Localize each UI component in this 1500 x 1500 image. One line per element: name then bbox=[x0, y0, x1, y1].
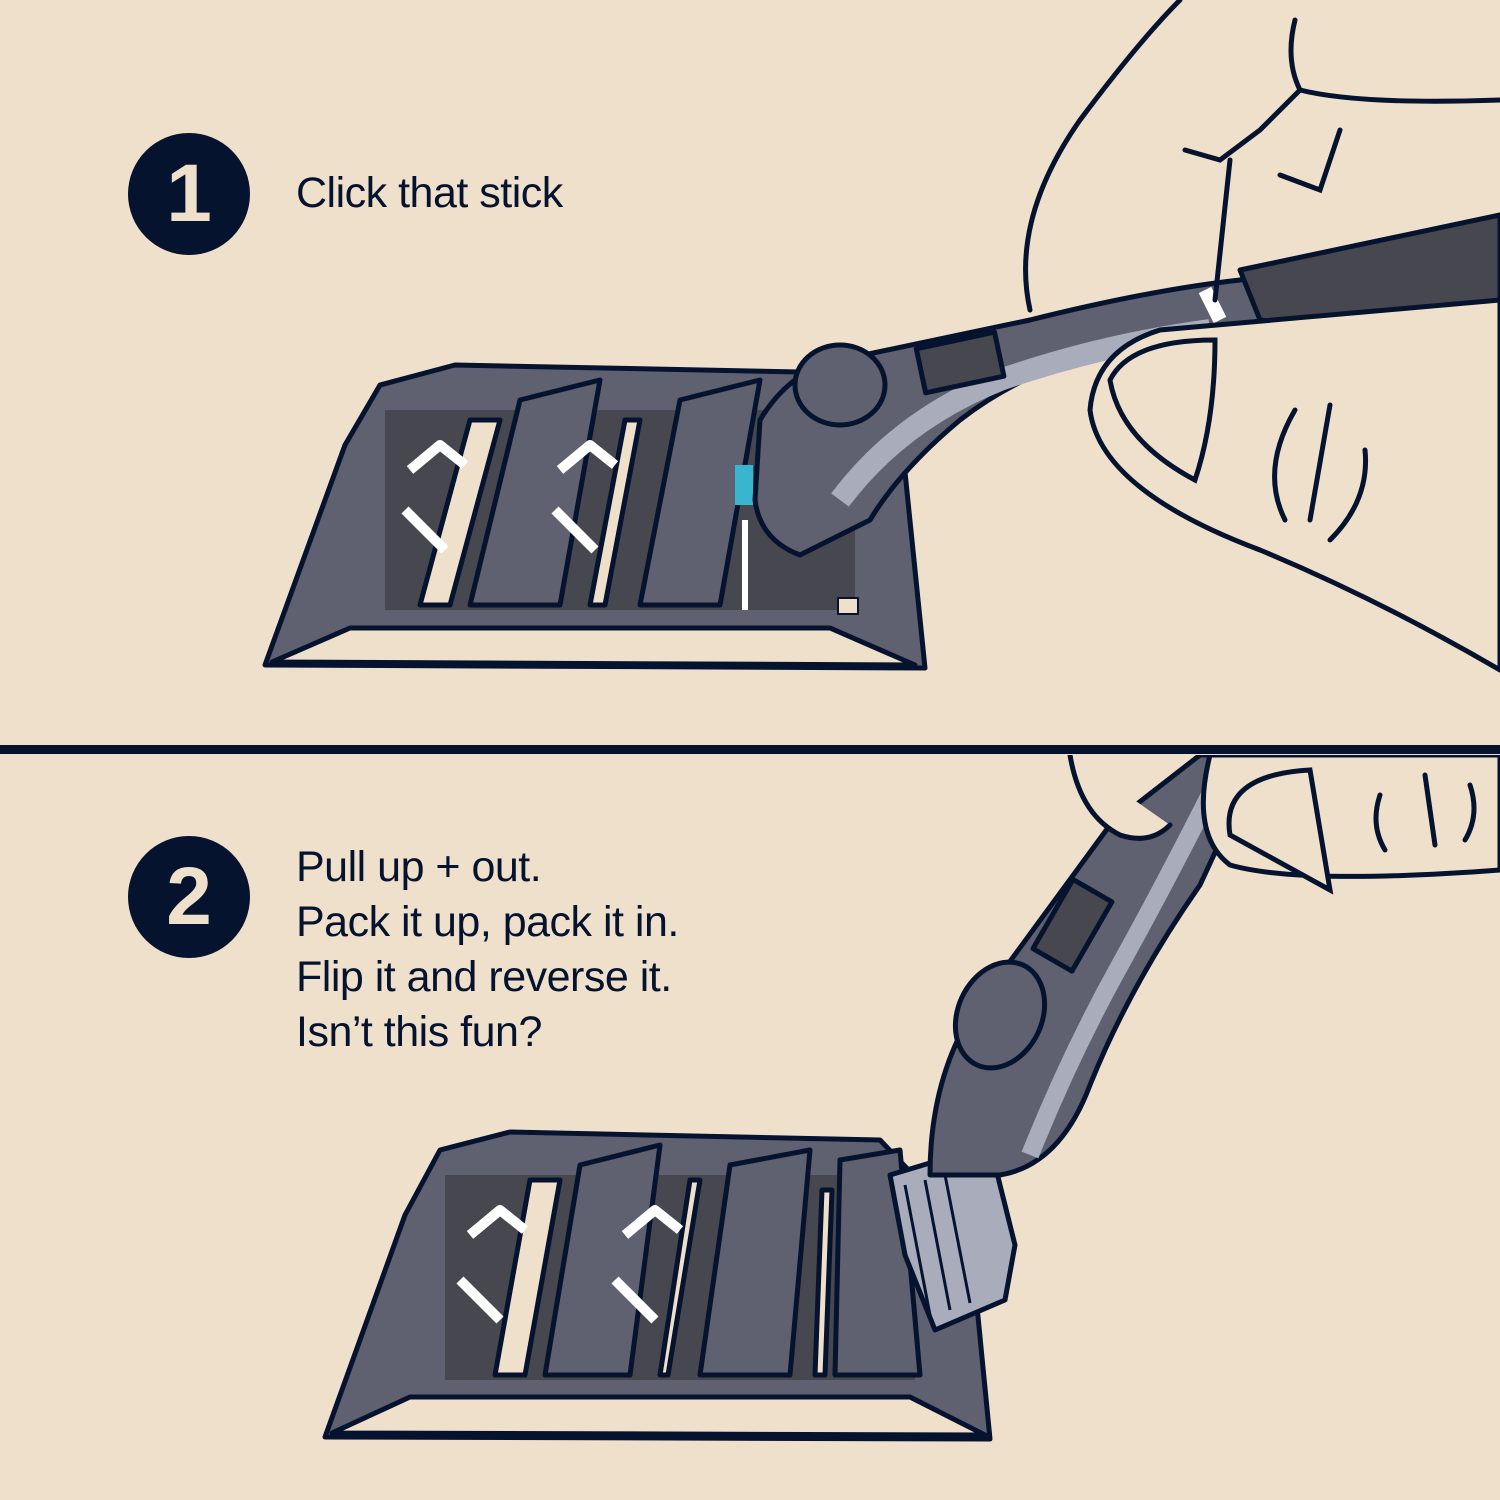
step-1-line-1: Click that stick bbox=[296, 169, 563, 217]
step-2-panel: 2 Pull up + out. Pack it up, pack it in.… bbox=[0, 755, 1500, 1500]
step-1-panel: 1 Click that stick bbox=[0, 0, 1500, 745]
step-2-text: Pull up + out. Pack it up, pack it in. F… bbox=[296, 840, 679, 1060]
step-2-line-3: Flip it and reverse it. bbox=[296, 953, 672, 1001]
step-2-illustration bbox=[322, 755, 1500, 1442]
step-1-illustration bbox=[262, 0, 1500, 673]
step-2-line-4: Isn’t this fun? bbox=[296, 1008, 542, 1056]
hand-icon bbox=[1023, 0, 1500, 673]
step-2-number-badge: 2 bbox=[128, 836, 250, 958]
razor-handle-icon bbox=[927, 755, 1263, 1178]
step-2-line-2: Pack it up, pack it in. bbox=[296, 898, 679, 946]
step-1-text: Click that stick bbox=[296, 166, 563, 221]
blade-tray-icon bbox=[322, 1129, 993, 1442]
step-2-line-1: Pull up + out. bbox=[296, 843, 542, 891]
step-1-number-badge: 1 bbox=[128, 133, 250, 255]
section-divider bbox=[0, 745, 1500, 754]
hand-icon bbox=[1067, 755, 1500, 895]
